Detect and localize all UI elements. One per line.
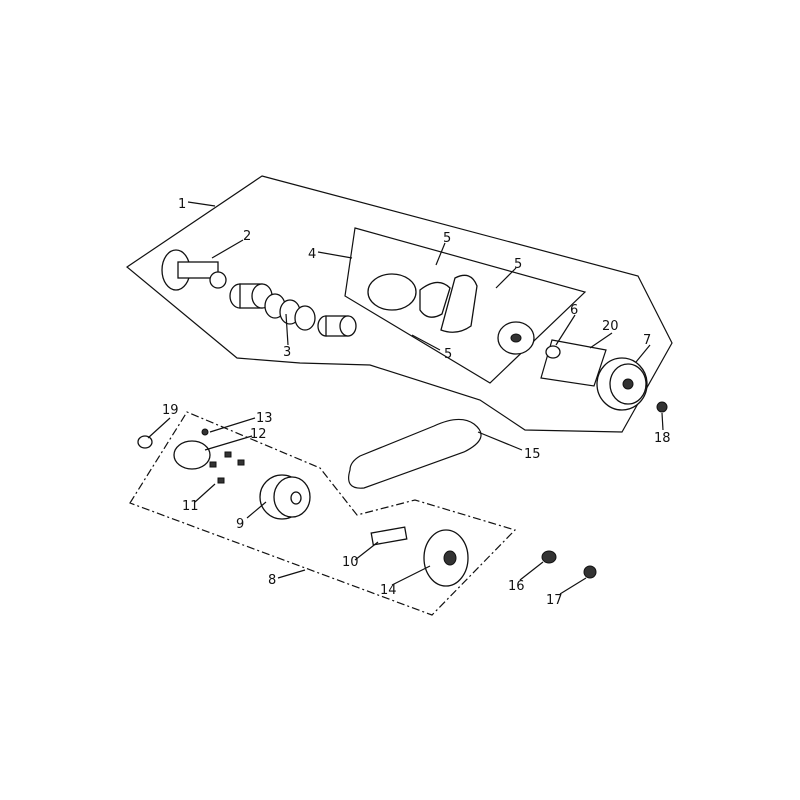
group-1-outline bbox=[125, 175, 673, 433]
callout-12: 12 bbox=[250, 427, 267, 442]
callout-9: 9 bbox=[236, 517, 244, 532]
group-8-outline bbox=[129, 411, 517, 616]
callout-15: 15 bbox=[524, 447, 541, 462]
callout-10: 10 bbox=[342, 555, 359, 570]
callout-4: 4 bbox=[308, 247, 316, 262]
callout-17: 17 bbox=[546, 593, 563, 608]
part-nut-18 bbox=[656, 401, 668, 413]
group-4-outline bbox=[344, 227, 587, 384]
callout-7: 7 bbox=[643, 333, 651, 348]
callout-13: 13 bbox=[256, 411, 273, 426]
part-variator bbox=[137, 428, 597, 587]
part-spring-set bbox=[229, 283, 357, 337]
callout-6: 6 bbox=[570, 303, 578, 318]
callout-5b: 5 bbox=[514, 257, 522, 272]
callout-2: 2 bbox=[243, 229, 251, 244]
callout-3: 3 bbox=[283, 345, 291, 360]
part-clutch-plate bbox=[367, 273, 561, 359]
callout-14: 14 bbox=[380, 583, 397, 598]
callout-5c: 5 bbox=[444, 347, 452, 362]
callout-1: 1 bbox=[178, 197, 186, 212]
callout-5a: 5 bbox=[443, 231, 451, 246]
part-drive-belt bbox=[348, 418, 482, 489]
part-clutch-bell bbox=[596, 357, 648, 411]
callout-16: 16 bbox=[508, 579, 525, 594]
callout-20: 20 bbox=[602, 319, 619, 334]
callout-19: 19 bbox=[162, 403, 179, 418]
part-clutch-shaft bbox=[161, 249, 227, 291]
callout-18: 18 bbox=[654, 431, 671, 446]
callout-8: 8 bbox=[268, 573, 276, 588]
callout-11: 11 bbox=[182, 499, 199, 514]
leader-lines bbox=[147, 201, 664, 595]
group-20-outline bbox=[540, 339, 607, 387]
